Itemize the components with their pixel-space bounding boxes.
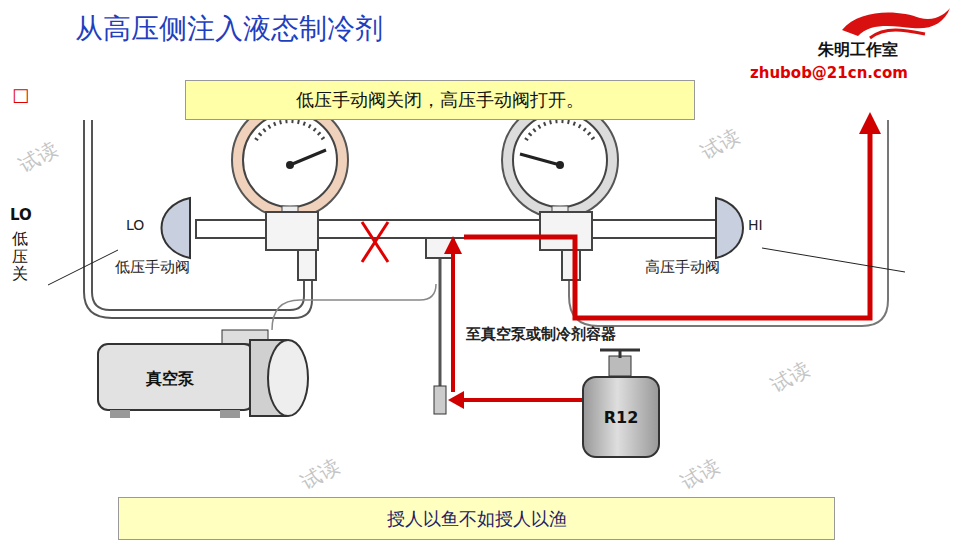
- flow-arrowhead: [448, 391, 464, 409]
- box-text: R12: [604, 408, 639, 427]
- gauge-needle: [290, 150, 326, 165]
- valve-knob: [716, 198, 743, 258]
- valve-body: [266, 212, 318, 250]
- gauge-ticks: [256, 121, 324, 140]
- logo-mark: [870, 30, 925, 38]
- flow-arrowhead: [859, 112, 881, 134]
- valve-body: [540, 212, 592, 250]
- cylinder-handle: [619, 350, 622, 358]
- pump-body: [98, 344, 254, 410]
- box-text: 低压手动阀关闭，高压手动阀打开。: [296, 88, 584, 112]
- port: [298, 250, 316, 280]
- watermark: 试读: [297, 454, 344, 495]
- hose: [439, 258, 442, 386]
- closed-mark: [362, 222, 388, 262]
- cylinder-valve: [609, 356, 631, 376]
- watermark: 试读: [697, 124, 744, 165]
- pump-foot: [110, 410, 130, 418]
- valve-tag: LO: [126, 217, 144, 234]
- watermark: 试读: [15, 137, 62, 178]
- gauge-needle: [520, 154, 560, 165]
- leader-line: [48, 250, 118, 285]
- gauge-hub: [286, 161, 294, 169]
- part-name: 至真空泵或制冷剂容器: [466, 325, 616, 343]
- side-label: LO: [10, 206, 32, 224]
- pump-end: [268, 340, 308, 416]
- part-name: 高压手动阀: [645, 258, 720, 276]
- studio-name: 朱明工作室: [818, 40, 898, 59]
- box-text: 授人以鱼不如授人以渔: [387, 507, 567, 531]
- flow-line: [451, 252, 455, 392]
- gauge-ticks: [526, 121, 594, 140]
- part-name: 低压手动阀: [115, 258, 190, 276]
- valve-tag: HI: [748, 217, 763, 234]
- logo-mark: [842, 8, 950, 36]
- refrigerant-cylinder: R12: [582, 376, 660, 458]
- slide-title: 从高压侧注入液态制冷剂: [75, 12, 383, 46]
- side-label: 低压关: [12, 230, 28, 283]
- pump-foot: [220, 410, 240, 418]
- hose: [272, 284, 436, 330]
- gauge-face: [243, 113, 337, 207]
- watermark: 试读: [767, 357, 814, 398]
- note-box: 低压手动阀关闭，高压手动阀打开。: [185, 80, 695, 120]
- email: zhubob@21cn.com: [750, 64, 908, 82]
- gauge-hub: [556, 161, 564, 169]
- box-text: 真空泵: [146, 369, 194, 390]
- flow-line: [462, 398, 588, 402]
- gauge-face: [513, 113, 607, 207]
- hose-end: [434, 386, 446, 414]
- flow-arrowhead: [444, 236, 462, 254]
- leader-line: [762, 248, 905, 272]
- bullet: □: [12, 84, 29, 106]
- valve-knob: [162, 198, 191, 258]
- motto-box: 授人以鱼不如授人以渔: [118, 497, 835, 540]
- flow-line: [464, 130, 870, 318]
- pump-label: 真空泵: [108, 362, 232, 396]
- watermark: 试读: [677, 454, 724, 495]
- closed-mark: [362, 222, 388, 262]
